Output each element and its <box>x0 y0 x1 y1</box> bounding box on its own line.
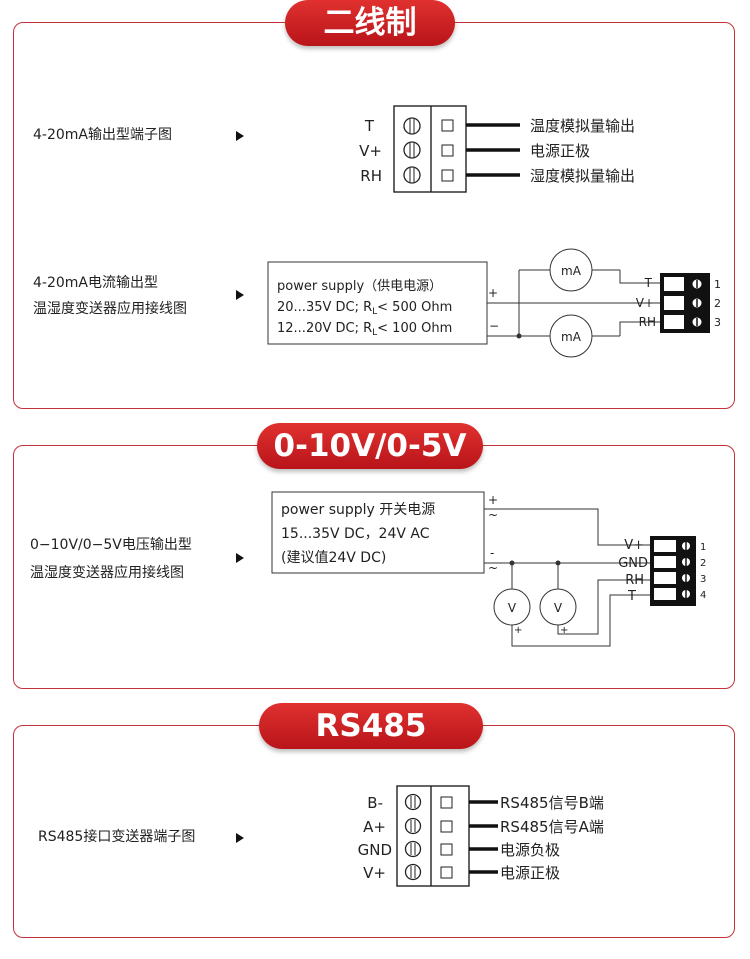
voltage-power-line3: (建议值24V DC) <box>281 550 386 566</box>
two-wire-output-power: 电源正极 <box>530 142 590 160</box>
rs485-pin-vplus: V+ <box>363 864 386 882</box>
voltage-tilde-top: ~ <box>488 508 498 522</box>
rs485-output-b: RS485信号B端 <box>500 794 604 812</box>
two-wire-pin-t: T <box>364 117 375 135</box>
section-two-wire-title: 二线制 <box>285 0 455 46</box>
two-wire-wire-label-vplus: V+ <box>636 296 654 310</box>
voltage-power-line1: power supply 开关电源 <box>281 502 435 518</box>
rs485-terminal-arrow <box>236 833 244 843</box>
voltage-v-meter-1-label: V <box>508 601 517 615</box>
voltage-power-line2: 15...35V DC，24V AC <box>281 526 430 542</box>
voltage-v-meter-2-label: V <box>554 601 563 615</box>
voltage-block-number-2: 2 <box>700 558 706 569</box>
two-wire-terminal-block <box>393 105 520 193</box>
voltage-block-number-1: 1 <box>700 542 706 553</box>
voltage-wire-label-vplus: V+ <box>624 538 644 553</box>
two-wire-ma-meter-top <box>549 248 593 292</box>
voltage-wiring-arrow <box>236 553 244 563</box>
voltage-v-meter-2-plus: + <box>560 625 568 636</box>
two-wire-block-number-3: 3 <box>714 316 721 329</box>
two-wire-output-hum: 湿度模拟量输出 <box>530 167 635 185</box>
voltage-minus: - <box>490 546 494 560</box>
two-wire-ma-meter-bottom-label: mA <box>561 330 582 344</box>
rs485-pin-a: A+ <box>363 818 386 836</box>
screw-icon <box>404 863 422 881</box>
two-wire-pin-rh: RH <box>360 167 382 185</box>
voltage-junction-2 <box>555 560 561 566</box>
voltage-block-number-3: 3 <box>700 574 706 585</box>
rs485-terminal-label: RS485接口变送器端子图 <box>38 829 196 845</box>
voltage-wire-label-gnd: GND <box>618 556 648 571</box>
voltage-power-box <box>271 491 485 574</box>
voltage-wiring-label-line1: 0−10V/0−5V电压输出型 <box>30 537 192 553</box>
voltage-wire-label-t: T <box>627 589 636 604</box>
section-rs485-panel <box>13 725 735 938</box>
screw-icon <box>404 793 422 811</box>
two-wire-minus: − <box>489 319 499 333</box>
two-wire-connector-block <box>660 273 710 333</box>
rs485-pin-gnd: GND <box>358 841 392 859</box>
voltage-connector-block <box>650 536 696 606</box>
rs485-output-gnd: 电源负极 <box>500 841 560 859</box>
voltage-diagram: power supply 开关电源 15...35V DC，24V AC (建议… <box>271 491 706 647</box>
voltage-v-meter-1 <box>493 588 531 626</box>
voltage-v-meter-1-plus: + <box>514 625 522 636</box>
rs485-output-a: RS485信号A端 <box>500 818 604 836</box>
voltage-junction-1 <box>509 560 515 566</box>
two-wire-block-number-1: 1 <box>714 278 721 291</box>
two-wire-wire-label-rh: RH <box>639 315 656 329</box>
two-wire-wiring-label-line2: 温湿度变送器应用接线图 <box>33 301 187 317</box>
two-wire-junction <box>516 333 522 339</box>
two-wire-wiring-arrow <box>236 290 244 300</box>
section-voltage-title: 0-10V/0-5V <box>257 423 483 469</box>
rs485-output-vplus: 电源正极 <box>500 864 560 882</box>
voltage-v-meter-2 <box>539 588 577 626</box>
voltage-wiring-label-line2: 温湿度变送器应用接线图 <box>30 565 184 581</box>
two-wire-power-line3: 12...20V DC; RL< 100 Ohm <box>277 321 452 338</box>
section-rs485-title: RS485 <box>259 703 483 749</box>
voltage-block-number-4: 4 <box>700 590 706 601</box>
rs485-pin-b: B- <box>367 794 383 812</box>
rs485-terminal-block <box>396 785 498 887</box>
two-wire-plus: + <box>488 286 498 300</box>
two-wire-wiring-label-line1: 4-20mA电流输出型 <box>33 275 158 291</box>
screw-icon <box>403 117 421 135</box>
two-wire-pin-vplus: V+ <box>359 142 382 160</box>
two-wire-diagrams: T V+ RH 温度模拟量输出 电源正极 湿度模拟量输出 power suppl… <box>267 105 721 358</box>
voltage-plus: + <box>488 493 498 507</box>
two-wire-block-number-2: 2 <box>714 297 721 310</box>
two-wire-ma-meter-top-label: mA <box>561 264 582 278</box>
screw-icon <box>404 817 422 835</box>
screw-icon <box>403 141 421 159</box>
two-wire-power-box <box>267 261 488 345</box>
two-wire-power-line1: power supply（供电电源） <box>277 279 442 294</box>
voltage-wire-label-rh: RH <box>625 573 644 588</box>
two-wire-wire-label-t: T <box>644 276 653 290</box>
two-wire-power-line2: 20...35V DC; RL< 500 Ohm <box>277 300 452 317</box>
two-wire-output-temp: 温度模拟量输出 <box>530 117 635 135</box>
voltage-tilde-bottom: ~ <box>488 561 498 575</box>
screw-icon <box>403 166 421 184</box>
screw-icon <box>404 840 422 858</box>
two-wire-terminal-arrow <box>236 131 244 141</box>
two-wire-wiring <box>487 269 660 337</box>
two-wire-ma-meter-bottom <box>549 314 593 358</box>
two-wire-terminal-label: 4-20mA输出型端子图 <box>33 127 172 143</box>
